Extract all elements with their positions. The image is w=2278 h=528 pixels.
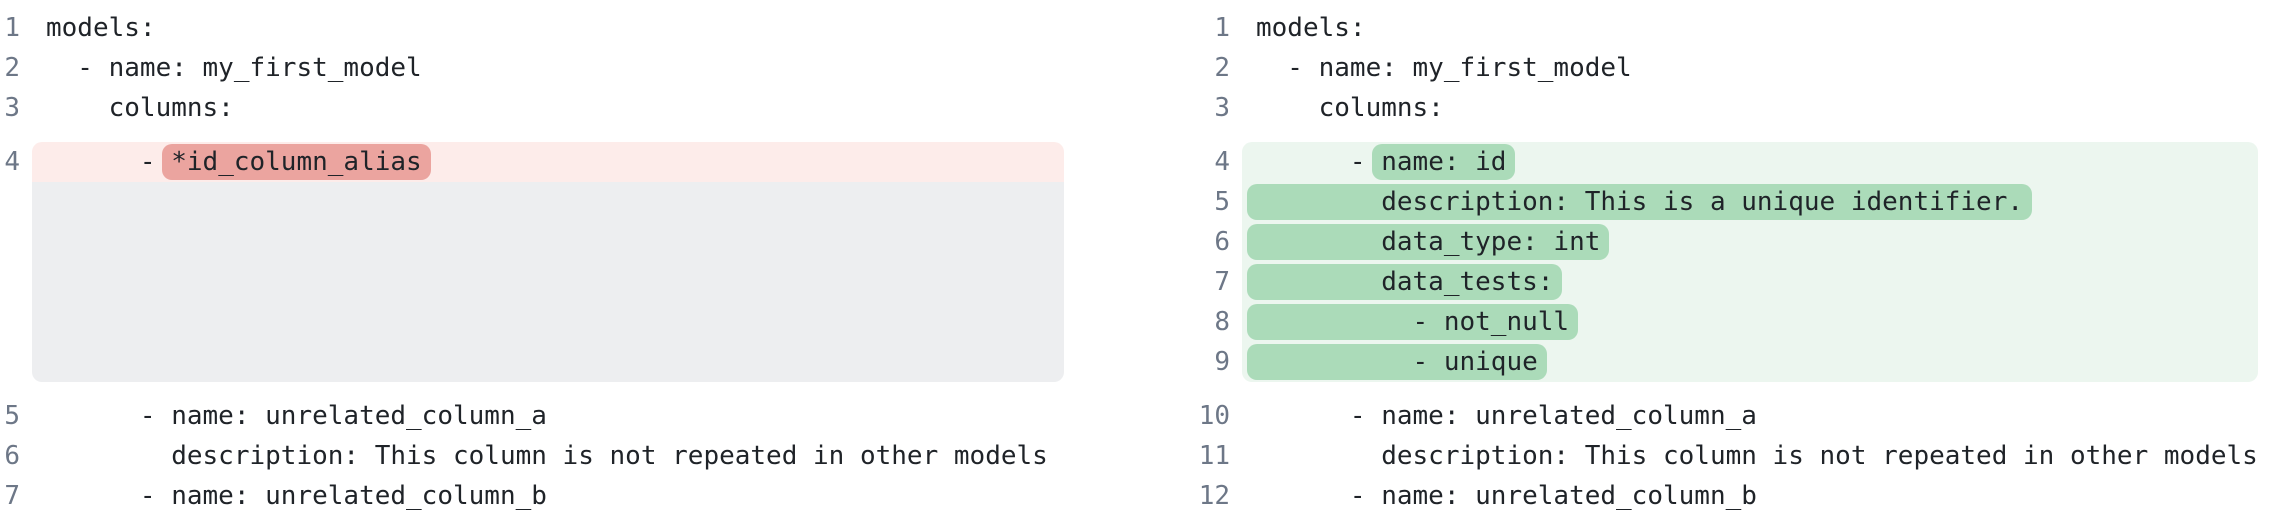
code-line: 7 - name: unrelated_column_b [4, 476, 1064, 516]
code-line: 12 - name: unrelated_column_b [1198, 476, 2258, 516]
added-token-highlight: name: id [1372, 144, 1516, 180]
line-number: 7 [1214, 267, 1230, 297]
line-code: models: [1256, 13, 1366, 43]
line-number: 11 [1198, 441, 1230, 471]
added-token-highlight: description: This is a unique identifier… [1247, 184, 2033, 220]
line-number: 8 [1214, 307, 1230, 337]
line-number: 5 [1214, 187, 1230, 217]
line-number [4, 182, 20, 382]
code-line-added: 4 - name: id [1198, 142, 2258, 182]
line-number: 2 [4, 53, 20, 83]
line-code: data_type: int [1242, 222, 2258, 262]
line-code: - unique [1242, 342, 2258, 382]
line-number: 3 [1214, 93, 1230, 123]
code-line-added: 9 - unique [1198, 342, 2258, 382]
line-number: 5 [4, 401, 20, 431]
diff-filler-block [32, 182, 1064, 382]
line-code: - name: unrelated_column_a [46, 401, 547, 431]
line-code: - name: id [1242, 142, 2258, 182]
line-code: - name: unrelated_column_b [1256, 481, 1757, 511]
line-code: - not_null [1242, 302, 2258, 342]
code-line-added: 6 data_type: int [1198, 222, 2258, 262]
code-line: 3 columns: [4, 88, 1064, 128]
line-code-prefix: - [1256, 147, 1382, 177]
line-number: 12 [1198, 481, 1230, 511]
added-token-highlight: data_type: int [1247, 224, 1610, 260]
code-line-removed: 4 - *id_column_alias [4, 142, 1064, 182]
line-number: 10 [1198, 401, 1230, 431]
line-code: description: This column is not repeated… [1256, 441, 2258, 471]
line-code: data_tests: [1242, 262, 2258, 302]
line-number: 6 [1214, 227, 1230, 257]
code-line: 10 - name: unrelated_column_a [1198, 396, 2258, 436]
diff-pane-right: 1 models: 2 - name: my_first_model 3 col… [1194, 8, 2278, 516]
code-line-added: 8 - not_null [1198, 302, 2258, 342]
line-code: description: This column is not repeated… [46, 441, 1048, 471]
code-line: 1 models: [4, 8, 1064, 48]
line-number: 1 [4, 13, 20, 43]
line-number: 2 [1214, 53, 1230, 83]
diff-pane-left: 1 models: 2 - name: my_first_model 3 col… [0, 8, 1084, 516]
line-number: 4 [4, 147, 20, 177]
code-line: 2 - name: my_first_model [1198, 48, 2258, 88]
line-code: - *id_column_alias [32, 142, 1064, 182]
code-line-added: 5 description: This is a unique identifi… [1198, 182, 2258, 222]
code-line: 1 models: [1198, 8, 2258, 48]
added-token-highlight: - not_null [1247, 304, 1579, 340]
code-line: 11 description: This column is not repea… [1198, 436, 2258, 476]
line-number: 1 [1214, 13, 1230, 43]
diff-view: 1 models: 2 - name: my_first_model 3 col… [0, 8, 2278, 516]
code-line: 2 - name: my_first_model [4, 48, 1064, 88]
line-code-prefix: - [46, 147, 172, 177]
line-code: - name: unrelated_column_a [1256, 401, 1757, 431]
line-number: 9 [1214, 347, 1230, 377]
code-line-added: 7 data_tests: [1198, 262, 2258, 302]
line-code: - name: unrelated_column_b [46, 481, 547, 511]
line-code: columns: [1256, 93, 1444, 123]
line-code: - name: my_first_model [46, 53, 422, 83]
added-token-highlight: - unique [1247, 344, 1547, 380]
code-line: 5 - name: unrelated_column_a [4, 396, 1064, 436]
code-line: 3 columns: [1198, 88, 2258, 128]
added-token-highlight: data_tests: [1247, 264, 1563, 300]
line-code: - name: my_first_model [1256, 53, 1632, 83]
line-number: 3 [4, 93, 20, 123]
line-code: models: [46, 13, 156, 43]
removed-token-highlight: *id_column_alias [162, 144, 431, 180]
line-number: 6 [4, 441, 20, 471]
line-code: columns: [46, 93, 234, 123]
code-line: 6 description: This column is not repeat… [4, 436, 1064, 476]
line-number: 4 [1214, 147, 1230, 177]
line-code: description: This is a unique identifier… [1242, 182, 2258, 222]
line-number: 7 [4, 481, 20, 511]
diff-filler-row [4, 182, 1064, 382]
